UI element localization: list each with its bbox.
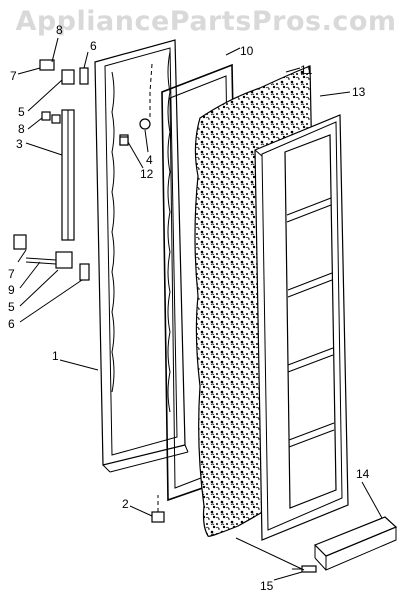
label-part-9: 9 xyxy=(8,283,15,297)
label-part-10: 10 xyxy=(240,44,254,58)
label-part-7-bottom: 7 xyxy=(8,267,15,281)
label-part-14: 14 xyxy=(356,467,370,481)
inner-door-liner xyxy=(254,114,349,541)
label-part-2: 2 xyxy=(122,497,129,511)
label-part-8: 8 xyxy=(18,122,25,136)
small-fasteners xyxy=(119,63,153,146)
label-part-1: 1 xyxy=(52,349,59,363)
label-part-13: 13 xyxy=(352,85,366,99)
label-part-15: 15 xyxy=(260,579,274,593)
leader-lines xyxy=(17,37,383,581)
label-part-6-bottom: 6 xyxy=(8,317,15,331)
screw xyxy=(292,565,317,573)
label-part-4: 4 xyxy=(146,153,153,167)
label-part-3-top: 8 xyxy=(56,23,63,37)
label-part-5-top: 5 xyxy=(18,105,25,119)
callout-labels: 8 6 7 5 8 3 4 12 10 11 13 7 9 5 6 1 2 14… xyxy=(8,23,370,593)
label-part-5-bottom: 5 xyxy=(8,300,15,314)
lower-hinge xyxy=(13,234,90,281)
label-part-3: 3 xyxy=(16,137,23,151)
door-shelf-bin xyxy=(313,516,398,571)
label-part-6-top: 6 xyxy=(90,39,97,53)
bottom-clip xyxy=(151,495,165,523)
label-part-12: 12 xyxy=(140,167,154,181)
door-handle xyxy=(61,109,75,241)
label-part-11: 11 xyxy=(300,63,313,77)
label-part-7-top: 7 xyxy=(10,69,17,83)
